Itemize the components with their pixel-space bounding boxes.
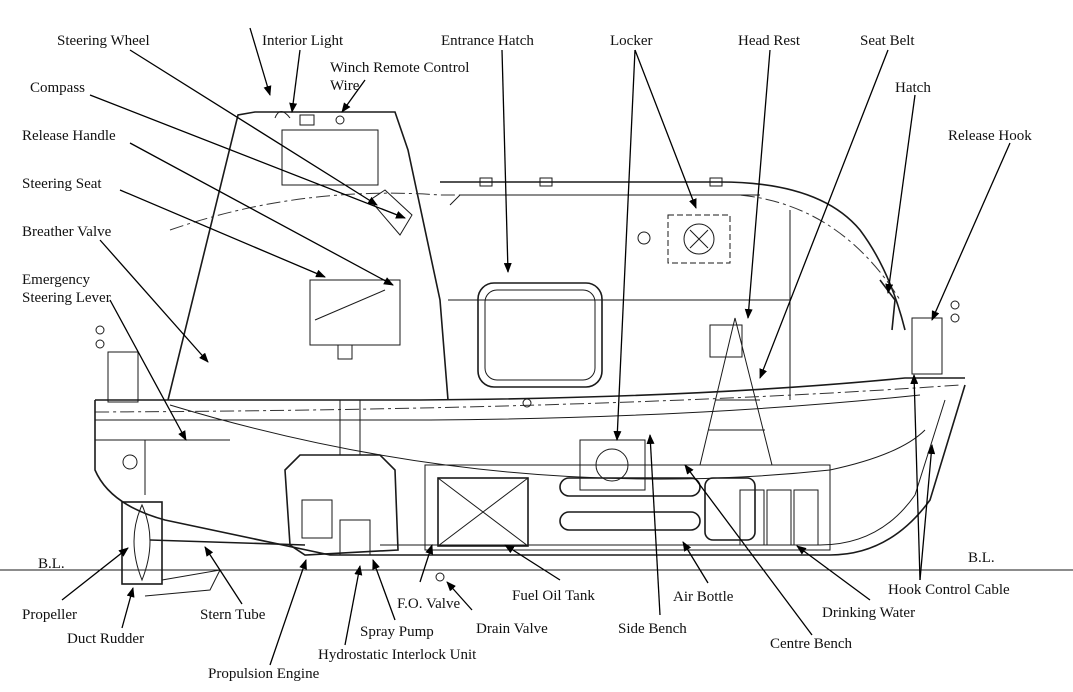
label-propulsion-engine: Propulsion Engine <box>208 666 320 682</box>
engine-gearbox <box>301 499 333 539</box>
leader-lines <box>61 27 1011 666</box>
label-emergency-line1: Emergency <box>22 272 91 288</box>
skeg <box>144 569 221 597</box>
label-air-bottle: Air Bottle <box>673 589 734 605</box>
locker-fan-cross <box>689 229 709 249</box>
entrance-hatch-window <box>477 282 603 388</box>
label-drinking-water: Drinking Water <box>822 605 915 621</box>
label-release-hook: Release Hook <box>948 128 1032 144</box>
locker-box <box>667 214 731 264</box>
label-hatch: Hatch <box>895 80 931 96</box>
release-hook-block <box>911 317 943 375</box>
canopy-roof <box>440 181 906 331</box>
label-propeller: Propeller <box>22 607 77 623</box>
label-winch-remote-line2: Wire <box>330 78 360 94</box>
label-breather-valve: Breather Valve <box>22 224 112 240</box>
engine-block <box>284 454 399 556</box>
label-stern-tube: Stern Tube <box>200 607 266 623</box>
water-jug-3 <box>793 489 819 546</box>
release-hook-eye-2 <box>950 313 960 323</box>
water-jug-2 <box>766 489 792 546</box>
seat-frame <box>699 317 773 466</box>
lower-locker-box <box>579 439 646 491</box>
stern-wheel <box>122 454 138 470</box>
wheelhouse-window <box>281 129 379 186</box>
label-interior-light: Interior Light <box>262 33 344 49</box>
sheer-dashline <box>94 384 961 413</box>
lower-locker-fan <box>595 448 629 482</box>
label-bl-left: B.L. <box>38 556 65 572</box>
label-fuel-oil-tank: Fuel Oil Tank <box>512 588 595 604</box>
head-rest-box <box>709 324 743 358</box>
roof-vent-2 <box>539 177 553 187</box>
label-drain-valve: Drain Valve <box>476 621 548 637</box>
winch-eye <box>335 115 345 125</box>
boat-structure <box>0 111 1073 597</box>
hook-control-cable-line <box>169 404 926 480</box>
fuel-oil-tank-box <box>437 477 529 547</box>
label-head-rest: Head Rest <box>738 33 801 49</box>
roof-vent-3 <box>709 177 723 187</box>
roof-vent-1 <box>479 177 493 187</box>
label-centre-bench: Centre Bench <box>770 636 853 652</box>
seat-frame-rungs <box>708 399 765 431</box>
air-bottle-1 <box>559 477 701 497</box>
gunwale <box>95 377 965 401</box>
hull-inner <box>380 399 946 546</box>
water-jug-1 <box>739 489 765 546</box>
label-fo-valve: F.O. Valve <box>397 596 460 612</box>
label-compass: Compass <box>30 80 85 96</box>
seat-base <box>337 344 353 360</box>
engine-exhaust <box>339 400 361 455</box>
fuel-tank-cross <box>437 477 529 547</box>
stern-tube-shaft <box>149 539 306 546</box>
steering-seat-box <box>309 279 401 346</box>
interior-light-fixture <box>274 111 291 119</box>
hatch-fitting <box>879 279 896 331</box>
label-side-bench: Side Bench <box>618 621 687 637</box>
release-hook-eye-1 <box>950 300 960 310</box>
wheelhouse <box>167 111 449 401</box>
label-bl-right: B.L. <box>968 550 995 566</box>
label-release-handle: Release Handle <box>22 128 116 144</box>
label-hook-control-cable: Hook Control Cable <box>888 582 1010 598</box>
winch-fitting <box>299 114 315 126</box>
hull-bottom <box>94 384 966 556</box>
water-container-1 <box>704 477 756 541</box>
label-steering-seat: Steering Seat <box>22 176 102 192</box>
label-winch-remote-line1: Winch Remote Control <box>330 60 469 76</box>
label-spray-pump: Spray Pump <box>360 624 434 640</box>
locker-fan <box>683 223 715 255</box>
stern-hook-block <box>107 351 139 403</box>
labels: Steering Wheel Interior Light Winch Remo… <box>22 33 1032 682</box>
label-seat-belt: Seat Belt <box>860 33 915 49</box>
propeller-blade <box>133 503 151 582</box>
label-steering-wheel: Steering Wheel <box>57 33 150 49</box>
label-duct-rudder: Duct Rudder <box>67 631 144 647</box>
label-entrance-hatch: Entrance Hatch <box>441 33 534 49</box>
duct-rudder-body <box>121 501 163 585</box>
rubbing-strake <box>95 394 921 421</box>
locker-knob <box>637 231 651 245</box>
label-hydrostatic-interlock: Hydrostatic Interlock Unit <box>318 647 477 663</box>
label-locker: Locker <box>610 33 652 49</box>
steering-wheel-shape <box>369 189 413 236</box>
release-handle-bar <box>314 289 386 321</box>
stern-hook-eye-2 <box>95 339 105 349</box>
canopy-rail <box>449 194 760 206</box>
entrance-hatch-inner <box>484 289 596 381</box>
drain-plug <box>435 572 445 582</box>
label-emergency-line2: Steering Lever <box>22 290 111 306</box>
air-bottle-2 <box>559 511 701 531</box>
stern-hook-eye-1 <box>95 325 105 335</box>
spray-pump-box <box>339 519 371 556</box>
side-fitting <box>522 398 532 408</box>
